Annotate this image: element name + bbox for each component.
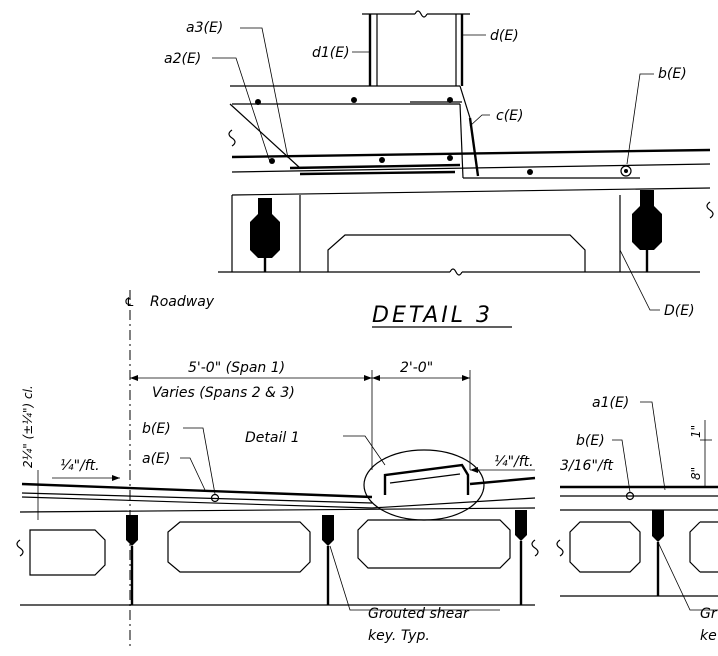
label-d1: d1(E) bbox=[312, 45, 350, 61]
label-d: d(E) bbox=[490, 28, 519, 44]
label-a2: a2(E) bbox=[164, 51, 201, 67]
section-drawing: ℄ bbox=[16, 290, 718, 650]
slope-right: ¼"/ft. bbox=[494, 454, 534, 470]
slope-left: ¼"/ft. bbox=[60, 458, 100, 474]
dim-span1: 5'-0" (Span 1) bbox=[188, 360, 285, 376]
dim-2ft: 2'-0" bbox=[400, 360, 433, 376]
svg-text:℄: ℄ bbox=[124, 295, 135, 309]
detail-3-drawing bbox=[212, 10, 714, 311]
label-D: D(E) bbox=[664, 303, 695, 319]
b-label: b(E) bbox=[142, 421, 171, 437]
clearance-dim: 2¼" (±¼") cl. bbox=[21, 385, 35, 468]
detail-title: DETAIL 3 bbox=[372, 303, 493, 328]
dim-varies: Varies (Spans 2 & 3) bbox=[152, 385, 295, 401]
ke-cut-label: ke bbox=[700, 628, 717, 644]
label-c: c(E) bbox=[496, 108, 523, 124]
a-label: a(E) bbox=[142, 451, 170, 467]
detail1-label: Detail 1 bbox=[245, 430, 300, 446]
label-a3: a3(E) bbox=[186, 20, 223, 36]
b2-label: b(E) bbox=[576, 433, 605, 449]
label-b: b(E) bbox=[658, 66, 687, 82]
grouted-label: Grouted shear bbox=[368, 606, 470, 622]
dim-1in: 1" bbox=[689, 425, 703, 438]
a1-label: a1(E) bbox=[592, 395, 629, 411]
section-labels: Roadway 5'-0" (Span 1) Varies (Spans 2 &… bbox=[21, 294, 718, 644]
centerline-label: Roadway bbox=[150, 294, 215, 310]
gr-cut-label: Gr bbox=[700, 606, 718, 622]
slope-far: 3/16"/ft bbox=[560, 458, 614, 474]
detail-3-labels: a3(E) a2(E) d1(E) d(E) b(E) c(E) D(E) DE… bbox=[164, 20, 695, 328]
dim-8in: 8" bbox=[689, 467, 703, 480]
keytyp-label: key. Typ. bbox=[368, 628, 430, 644]
